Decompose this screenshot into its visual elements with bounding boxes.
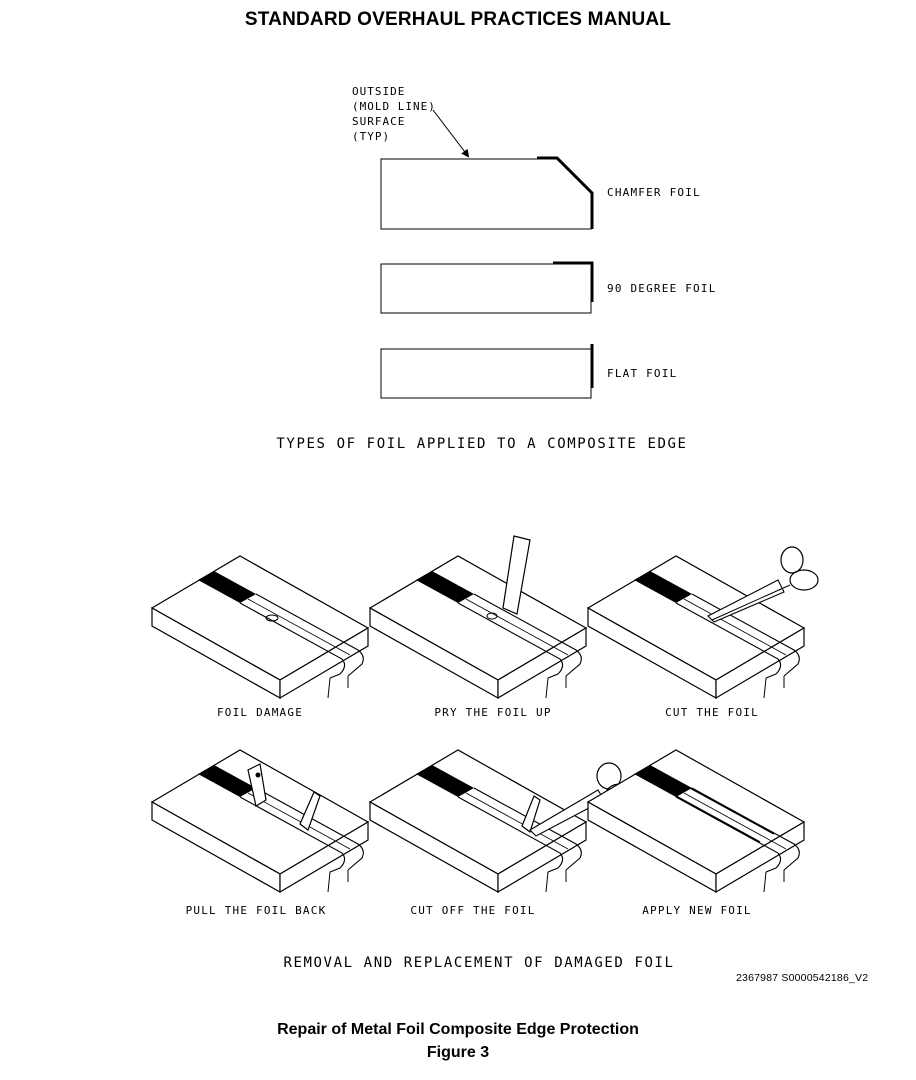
step4-pull-foil-drawing [151,749,369,893]
step3-cut-foil-drawing [587,546,819,699]
degree90-foil-label: 90 DEGREE FOIL [607,282,717,295]
step-label-pull-foil-back: PULL THE FOIL BACK [185,904,327,917]
step-label-pry-foil: PRY THE FOIL UP [434,706,552,719]
scissors-handle-icon [780,546,804,574]
step-label-foil-damage: FOIL DAMAGE [216,706,304,719]
callout-line: (TYP) [352,130,391,143]
step1-foil-damage-drawing [151,555,369,699]
step-label-apply-new-foil: APPLY NEW FOIL [642,904,752,917]
step-label-cut-foil: CUT THE FOIL [665,706,759,719]
removal-replacement-heading: REMOVAL AND REPLACEMENT OF DAMAGED FOIL [283,955,675,971]
callout-line: SURFACE [352,115,406,128]
figure-identifier: 2367987 S0000542186_V2 [736,972,869,984]
mold-line-arrow [432,109,470,158]
figure-caption-number: Figure 3 [426,1044,490,1061]
callout-line: (MOLD LINE) [352,100,436,113]
mold-line-callout: OUTSIDE (MOLD LINE) SURFACE (TYP) [352,84,436,144]
page-header-title: STANDARD OVERHAUL PRACTICES MANUAL [244,9,672,30]
flat-foil-label: FLAT FOIL [607,367,678,380]
chamfer-foil-diagram [380,156,594,230]
chamfer-foil-label: CHAMFER FOIL [607,186,701,199]
figure-caption-title: Repair of Metal Foil Composite Edge Prot… [277,1021,639,1038]
step6-apply-new-foil-drawing [587,749,805,893]
foil-types-heading: TYPES OF FOIL APPLIED TO A COMPOSITE EDG… [276,436,688,452]
callout-line: OUTSIDE [352,85,406,98]
step-label-cut-off-foil: CUT OFF THE FOIL [410,904,536,917]
degree90-foil-diagram [380,261,594,314]
flat-foil-diagram [380,344,594,399]
step2-pry-foil-drawing [369,535,587,699]
